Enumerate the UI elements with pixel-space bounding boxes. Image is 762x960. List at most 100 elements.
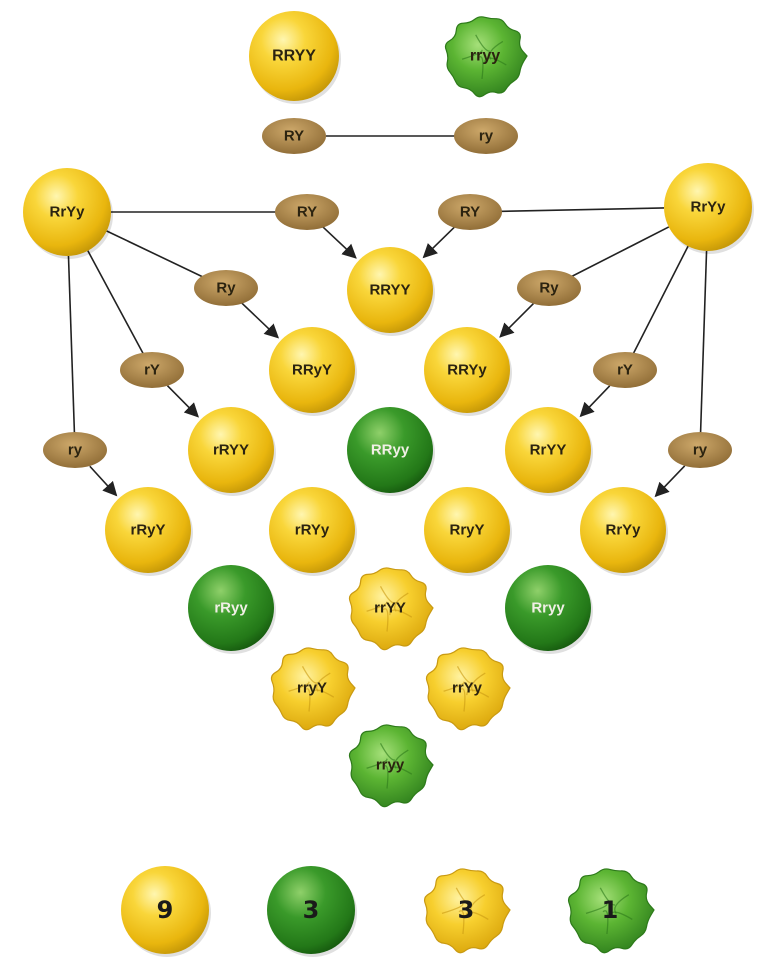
green-wrinkled-pea-icon bbox=[444, 16, 528, 98]
f1-right-arrow-0 bbox=[422, 226, 455, 259]
genotype-label: RRYy bbox=[447, 362, 487, 379]
genotype-label: rRYy bbox=[295, 522, 330, 539]
green-wrinkled-pea-icon bbox=[348, 724, 434, 808]
f1-pea-right: RrYy bbox=[664, 163, 754, 254]
genotype-label: rRyy bbox=[214, 600, 248, 617]
gamete-label: Ry bbox=[539, 280, 559, 297]
f2-pea-rryy-3-3: RrYy bbox=[580, 487, 668, 576]
gamete-label: RY bbox=[284, 128, 304, 145]
f2-pea-rryy-2-0: rRYY bbox=[188, 407, 276, 496]
gamete-label: ry bbox=[693, 442, 708, 459]
yellow-round-pea-icon bbox=[424, 327, 510, 413]
green-round-pea-icon bbox=[267, 866, 355, 954]
ratio-count: 3 bbox=[458, 896, 475, 924]
genotype-label: rRYY bbox=[213, 442, 249, 459]
ratio-pea-3: 1 bbox=[567, 868, 655, 954]
gamete-left-ry: ry bbox=[43, 432, 107, 468]
f1-pea-left: RrYy bbox=[23, 168, 113, 259]
genotype-label: RryY bbox=[449, 522, 484, 539]
f1-left-arrow-0 bbox=[322, 226, 357, 259]
yellow-round-pea-icon bbox=[249, 11, 339, 101]
gamete-right-ry: ry bbox=[668, 432, 732, 468]
f2-pea-rryy-1-0: RRyY bbox=[269, 327, 357, 416]
f1-left-arrow-2 bbox=[166, 385, 199, 418]
genotype-label: RrYY bbox=[530, 442, 567, 459]
parent-pea-right: rryy bbox=[444, 16, 528, 98]
yellow-round-pea-icon bbox=[347, 247, 433, 333]
gamete-right-ry: rY bbox=[593, 352, 657, 388]
gamete-right-ry: RY bbox=[438, 194, 502, 230]
gamete-label: ry bbox=[68, 442, 83, 459]
yellow-round-pea-icon bbox=[121, 866, 209, 954]
f2-pea-rryy-4-0: rRyy bbox=[188, 565, 276, 654]
f1-right-line-2 bbox=[624, 245, 689, 371]
genotype-label: RrYy bbox=[690, 199, 726, 216]
genotype-label: rRyY bbox=[130, 522, 165, 539]
f2-pea-rryy-0-0: RRYY bbox=[347, 247, 435, 336]
green-round-pea-icon bbox=[505, 565, 591, 651]
ratio-count: 1 bbox=[602, 896, 619, 924]
gamete-label: Ry bbox=[216, 280, 236, 297]
f2-pea-rryy-6-0: rryy bbox=[348, 724, 434, 808]
green-wrinkled-pea-icon bbox=[567, 868, 655, 954]
f1-left-line-3 bbox=[67, 255, 76, 451]
ratio-pea-2: 3 bbox=[423, 868, 511, 954]
f2-pea-rryy-3-2: RryY bbox=[424, 487, 512, 576]
f1-right-line-3 bbox=[699, 250, 708, 451]
yellow-round-pea-icon bbox=[664, 163, 752, 251]
yellow-wrinkled-pea-icon bbox=[423, 868, 511, 954]
gamete-right-ry: Ry bbox=[517, 270, 581, 306]
genotype-label: RRyY bbox=[292, 362, 332, 379]
genotype-label: RRYY bbox=[369, 282, 410, 299]
gamete-label: rY bbox=[144, 362, 160, 379]
yellow-round-pea-icon bbox=[269, 487, 355, 573]
genotype-label: rryy bbox=[376, 757, 405, 774]
ratio-count: 3 bbox=[303, 896, 320, 924]
f1-right-line-0 bbox=[469, 207, 665, 213]
genotype-label: RRyy bbox=[371, 442, 410, 459]
genotype-label: RRYY bbox=[272, 48, 316, 65]
f2-pea-rryy-5-1: rrYy bbox=[425, 647, 511, 731]
f2-pea-rryy-3-0: rRyY bbox=[105, 487, 193, 576]
yellow-round-pea-icon bbox=[580, 487, 666, 573]
genotype-label: rrYy bbox=[452, 680, 483, 697]
f2-pea-rryy-2-1: RRyy bbox=[347, 407, 435, 496]
genotype-label: rryY bbox=[297, 680, 327, 697]
f1-right-arrow-3 bbox=[654, 465, 686, 498]
f2-pea-rryy-4-2: Rryy bbox=[505, 565, 593, 654]
gamete-label: RY bbox=[460, 204, 480, 221]
f2-pea-rryy-1-1: RRYy bbox=[424, 327, 512, 416]
f1-left-arrow-3 bbox=[89, 465, 118, 497]
parent-gamete-right: ry bbox=[454, 118, 518, 154]
f2-pea-rryy-5-0: rryY bbox=[270, 647, 356, 731]
f2-pea-rryy-4-1: rrYY bbox=[348, 567, 434, 651]
gamete-left-ry: Ry bbox=[194, 270, 258, 306]
f1-right-arrow-1 bbox=[499, 302, 535, 338]
f1-left-line-2 bbox=[87, 250, 153, 371]
genotype-label: rrYY bbox=[374, 600, 406, 617]
f2-pea-rryy-2-2: RrYY bbox=[505, 407, 593, 496]
yellow-round-pea-icon bbox=[505, 407, 591, 493]
genotype-label: rryy bbox=[470, 48, 500, 65]
yellow-wrinkled-pea-icon bbox=[425, 647, 511, 731]
gamete-label: rY bbox=[617, 362, 633, 379]
yellow-round-pea-icon bbox=[23, 168, 111, 256]
yellow-round-pea-icon bbox=[424, 487, 510, 573]
parent-pea-left: RRYY bbox=[249, 11, 341, 104]
yellow-round-pea-icon bbox=[105, 487, 191, 573]
f1-left-arrow-1 bbox=[241, 302, 280, 339]
parent-gamete-left: RY bbox=[262, 118, 326, 154]
yellow-wrinkled-pea-icon bbox=[348, 567, 434, 651]
genotype-label: RrYy bbox=[605, 522, 641, 539]
genotype-label: Rryy bbox=[531, 600, 565, 617]
gamete-label: ry bbox=[479, 128, 494, 145]
green-round-pea-icon bbox=[188, 565, 274, 651]
yellow-round-pea-icon bbox=[269, 327, 355, 413]
gamete-left-ry: RY bbox=[275, 194, 339, 230]
ratio-pea-1: 3 bbox=[267, 866, 357, 957]
yellow-wrinkled-pea-icon bbox=[270, 647, 356, 731]
